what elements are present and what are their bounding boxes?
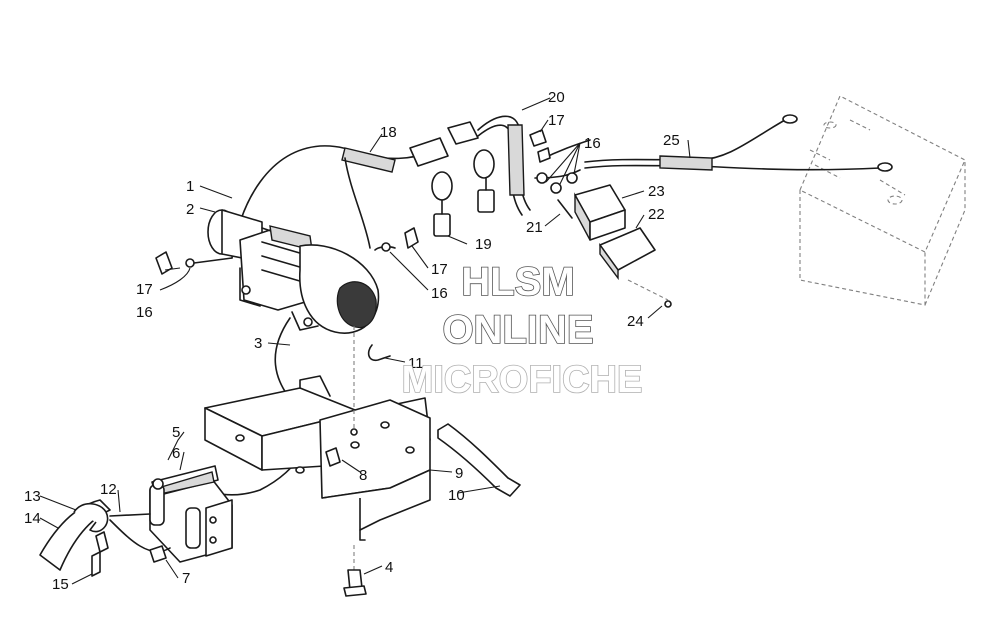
callout-23: 23 — [648, 183, 665, 200]
callout-2: 2 — [186, 201, 194, 218]
callout-6: 6 — [172, 445, 180, 462]
callout-21: 21 — [526, 219, 543, 236]
fuse-holders — [431, 149, 495, 237]
callout-11: 11 — [408, 355, 424, 372]
watermark-line-3: MICROFICHE — [402, 359, 643, 401]
callout-10: 10 — [448, 487, 465, 504]
roller-fairlead — [149, 465, 233, 563]
callout-20: 20 — [548, 89, 565, 106]
callout-16-upper: 16 — [584, 135, 601, 152]
watermark: HLSM ONLINE MICROFICHE — [401, 259, 643, 402]
callout-22: 22 — [648, 206, 665, 223]
callout-15: 15 — [52, 576, 69, 593]
callout-9: 9 — [455, 465, 463, 482]
callout-1: 1 — [186, 178, 194, 195]
winch-assembly — [155, 209, 419, 334]
callout-14: 14 — [24, 510, 41, 527]
watermark-line-1: HLSM — [461, 260, 574, 304]
callout-5: 5 — [172, 424, 180, 441]
callout-18: 18 — [380, 124, 397, 141]
callout-25: 25 — [663, 132, 680, 149]
callout-3: 3 — [254, 335, 262, 352]
callout-8: 8 — [359, 467, 367, 484]
callout-16-mid: 16 — [431, 285, 448, 302]
callout-19: 19 — [475, 236, 492, 253]
callout-12: 12 — [100, 481, 117, 498]
hook-and-strap — [39, 499, 171, 577]
hardware — [325, 326, 391, 597]
callout-16-left: 16 — [136, 304, 153, 321]
callout-17-upper: 17 — [548, 112, 565, 129]
wiring-harness — [231, 115, 591, 259]
guard-tube — [437, 423, 521, 497]
battery-cable — [584, 114, 893, 172]
callout-13: 13 — [24, 488, 41, 505]
callout-24: 24 — [627, 313, 644, 330]
leader-lines — [39, 97, 691, 585]
callout-7: 7 — [182, 570, 190, 587]
callout-17-mid: 17 — [431, 261, 448, 278]
terminal-nuts-upper — [529, 129, 578, 194]
mounting-plate — [204, 375, 431, 541]
solenoid — [557, 184, 672, 308]
callout-4: 4 — [385, 559, 393, 576]
callout-labels: 1 2 3 4 5 6 7 8 9 10 11 12 13 14 15 16 1… — [24, 89, 680, 593]
battery-outline — [799, 95, 966, 306]
watermark-line-2: ONLINE — [442, 308, 593, 352]
callout-17-left: 17 — [136, 281, 153, 298]
